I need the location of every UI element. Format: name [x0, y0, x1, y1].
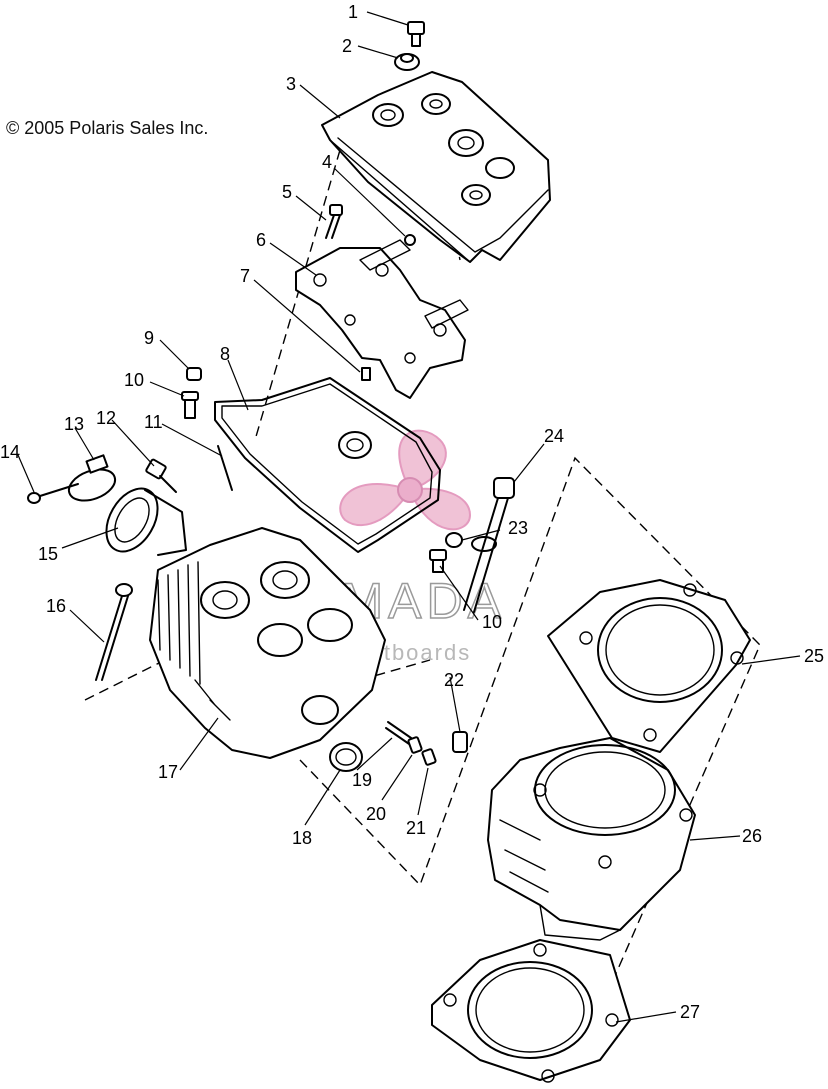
callout-12: 12: [96, 408, 116, 428]
part-9-cap: [186, 367, 202, 381]
callout-14: 14: [0, 442, 20, 462]
callout-10-right: 10: [482, 612, 502, 632]
callout-numbers: 1 2 3 4 5 6 7 8 9 10 11 12 13 14 15 16 1…: [0, 2, 824, 1022]
callout-1: 1: [348, 2, 358, 22]
callout-11: 11: [144, 412, 163, 432]
callout-10-left: 10: [124, 370, 144, 390]
callout-16: 16: [46, 596, 66, 616]
part-19-stud: [385, 721, 415, 747]
callout-15: 15: [38, 544, 58, 564]
callout-5: 5: [282, 182, 292, 202]
callout-7: 7: [240, 266, 250, 286]
callout-19: 19: [352, 770, 372, 790]
callout-22: 22: [444, 670, 464, 690]
part-3-valve-cover: [321, 71, 551, 263]
part-24-head-bolt-right: [463, 477, 515, 613]
part-8-valve-cover-gasket: [214, 377, 441, 553]
callout-6: 6: [256, 230, 266, 250]
part-17-cylinder-head: [149, 527, 386, 759]
callout-2: 2: [342, 36, 352, 56]
callout-27: 27: [680, 1002, 700, 1022]
callout-25: 25: [804, 646, 824, 666]
callout-3: 3: [286, 74, 296, 94]
part-12-fitting: [145, 458, 177, 493]
callout-13: 13: [64, 414, 84, 434]
watermark-logo-icon: [339, 429, 472, 531]
callout-9: 9: [144, 328, 154, 348]
callout-4: 4: [322, 152, 332, 172]
part-25-head-gasket: [547, 579, 751, 753]
part-16-head-bolt-left: [95, 583, 133, 681]
part-13-clamp: [67, 454, 117, 502]
callout-26: 26: [742, 826, 762, 846]
part-4-dowel: [404, 234, 416, 246]
part-1-screw: [407, 21, 425, 47]
part-14-screw: [27, 483, 79, 504]
callout-8: 8: [220, 344, 230, 364]
part-18-o-ring: [329, 742, 363, 772]
part-15-intake-boot: [105, 487, 187, 556]
callout-17: 17: [158, 762, 178, 782]
part-10-valve-stem-left: [181, 391, 199, 419]
callout-leader-lines: [17, 11, 801, 1023]
part-27-base-gasket: [431, 939, 631, 1083]
callout-18: 18: [292, 828, 312, 848]
part-21-nut: [421, 748, 437, 766]
callout-24: 24: [544, 426, 564, 446]
part-6-cam-carrier: [295, 239, 469, 399]
callout-23: 23: [508, 518, 528, 538]
part-20-plug: [407, 736, 423, 754]
part-22-dowel: [452, 731, 468, 753]
copyright-notice: © 2005 Polaris Sales Inc.: [6, 118, 209, 138]
part-23-washer: [445, 532, 463, 548]
callout-21: 21: [406, 818, 426, 838]
part-26-cylinder: [487, 737, 696, 941]
part-11-valve: [217, 445, 233, 491]
callout-20: 20: [366, 804, 386, 824]
part-5-bolt: [325, 204, 343, 239]
part-10-valve-stem-right: [429, 549, 447, 573]
part-2-grommet: [394, 53, 420, 71]
part-7-dowel: [361, 367, 371, 381]
